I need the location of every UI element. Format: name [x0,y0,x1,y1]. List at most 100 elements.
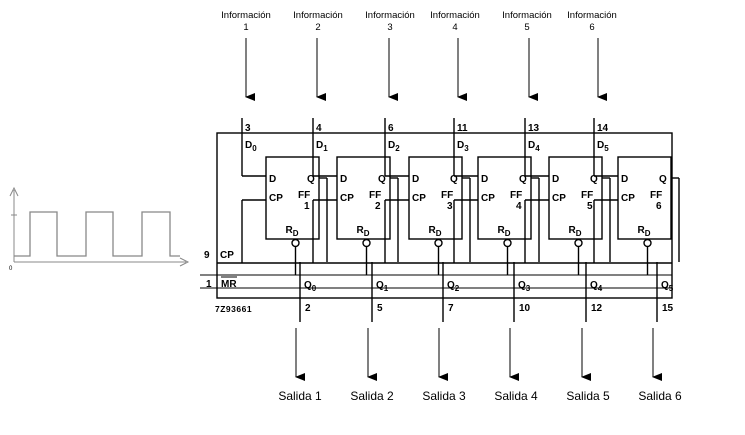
ff-number-label: 6 [656,201,662,212]
reset-input-label: MR [221,279,237,290]
waveform-y-arrow-icon [9,186,19,197]
waveform-x-arrow-icon [179,257,190,267]
input-pin-number: 11 [457,123,468,134]
ff-d-label: D [269,174,276,185]
ff-name-label: FF [581,190,593,201]
input-pin-number: 13 [528,123,540,134]
ff-q-label: Q [659,174,667,185]
input-d-label: D0 [245,140,257,153]
input-number-3: 3 [387,22,392,33]
output-pin-number: 2 [305,303,311,314]
input-d-label: D5 [597,140,609,153]
output-pin-number: 15 [662,303,674,314]
reset-pin-number: 1 [206,279,212,290]
ff-cp-label: CP [269,193,283,204]
output-pin-number: 7 [448,303,454,314]
ff-reset-label: RD [638,225,651,238]
flipflop-box [477,156,532,240]
ff-reset-label: RD [429,225,442,238]
reset-bubble-icon [362,238,371,248]
output-pin-number: 12 [591,303,603,314]
ff-q-label: Q [378,174,386,185]
reset-bubble-icon [434,238,443,248]
ff-q-label: Q [590,174,598,185]
output-label: Salida 1 [278,389,322,403]
waveform-zero-label: 0 [9,266,13,272]
output-pin-number: 5 [377,303,383,314]
ff-reset-label: RD [286,225,299,238]
clock-input-label: CP [220,250,234,261]
flipflop-box [408,156,463,240]
input-d-label: D4 [528,140,540,153]
clock-pin-number: 9 [204,250,210,261]
output-q-label: Q5 [661,280,674,293]
ff-number-label: 1 [304,201,310,212]
output-label: Salida 4 [494,389,538,403]
flipflop-box [265,156,320,240]
output-q-label: Q0 [304,280,317,293]
input-d-label: D1 [316,140,328,153]
input-pin-number: 3 [245,123,251,134]
ff-q-label: Q [519,174,527,185]
input-label-3: Información [365,10,415,21]
input-pin-number: 6 [388,123,394,134]
flipflop-box [548,156,603,240]
ff-d-label: D [621,174,628,185]
output-q-label: Q4 [590,280,603,293]
ff-number-label: 3 [447,201,453,212]
ff-reset-label: RD [498,225,511,238]
input-number-6: 6 [589,22,594,33]
flipflop-box [336,156,391,240]
input-label-4: Información [430,10,480,21]
input-pin-number: 4 [316,123,322,134]
reset-bubble-icon [643,238,652,248]
ff-name-label: FF [441,190,453,201]
clock-waveform: 0 [9,186,190,272]
ff-name-label: FF [369,190,381,201]
output-label: Salida 3 [422,389,466,403]
reset-bubble-icon [503,238,512,248]
ff-cp-label: CP [481,193,495,204]
output-label: Salida 5 [566,389,610,403]
input-label-5: Información [502,10,552,21]
output-pin-number: 10 [519,303,531,314]
output-q-label: Q3 [518,280,531,293]
ff-number-label: 4 [516,201,522,212]
ff-cp-label: CP [552,193,566,204]
chip-outline [216,132,673,299]
input-d-label: D3 [457,140,469,153]
ff-number-label: 5 [587,201,593,212]
reset-bubble-icon [291,238,300,248]
flipflop-box [617,156,672,240]
ff-cp-label: CP [340,193,354,204]
ff-d-label: D [412,174,419,185]
ff-reset-label: RD [357,225,370,238]
output-q-label: Q2 [447,280,460,293]
input-number-5: 5 [524,22,529,33]
ff-q-label: Q [450,174,458,185]
chip-code: 7Z93661 [215,304,252,314]
ff-number-label: 2 [375,201,381,212]
ff-d-label: D [340,174,347,185]
ff-name-label: FF [510,190,522,201]
ff-cp-label: CP [621,193,635,204]
output-q-label: Q1 [376,280,389,293]
input-label-6: Información [567,10,617,21]
ff-d-label: D [481,174,488,185]
ff-cp-label: CP [412,193,426,204]
input-d-label: D2 [388,140,400,153]
input-number-2: 2 [315,22,320,33]
clock-pulse-train [14,211,180,257]
input-pin-number: 14 [597,123,609,134]
ff-name-label: FF [298,190,310,201]
input-number-1: 1 [243,22,248,33]
reset-bubble-icon [574,238,583,248]
ff-name-label: FF [650,190,662,201]
